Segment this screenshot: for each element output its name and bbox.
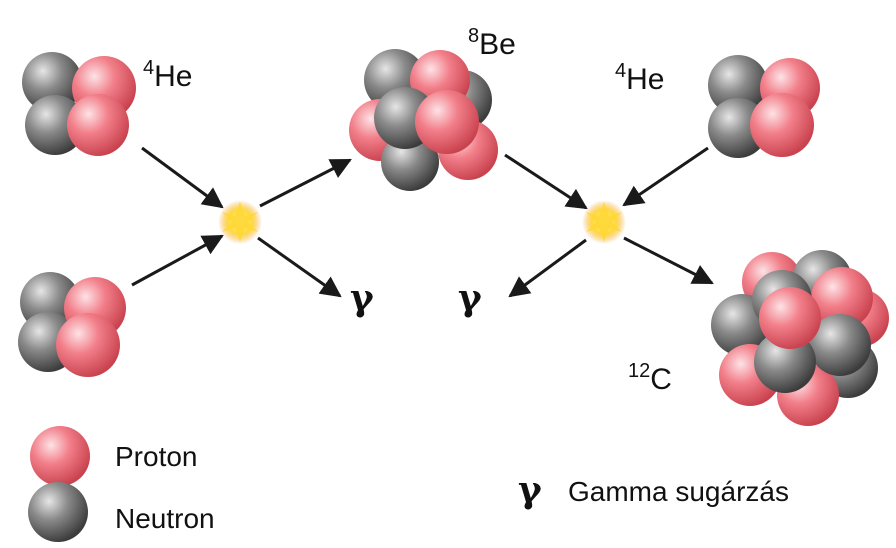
arrow-flash-to-be: [259, 158, 352, 208]
helium-4-nucleus-top-left: [22, 52, 136, 156]
gamma-label-left: γ: [350, 277, 374, 319]
label-carbon-12: 12C: [628, 361, 672, 396]
legend-proton-label: Proton: [115, 441, 198, 472]
element-symbol: C: [650, 363, 672, 396]
mass-number: 12: [628, 360, 651, 382]
arrow-flash-to-carbon: [623, 236, 714, 285]
gamma-label-right: γ: [458, 277, 482, 319]
element-symbol: He: [154, 60, 193, 93]
mass-number: 4: [143, 57, 155, 79]
legend-neutron-label: Neutron: [115, 503, 215, 534]
label-helium-4-left: 4He: [143, 58, 193, 93]
legend-gamma-symbol: γ: [518, 469, 542, 511]
legend-neutron-ball: [28, 482, 88, 542]
mass-number: 8: [468, 25, 480, 47]
beryllium-8-nucleus: [349, 49, 498, 191]
element-symbol: Be: [479, 28, 516, 61]
arrow-he-bottom-to-flash: [131, 234, 224, 287]
arrow-flash-to-gamma-right: [508, 238, 587, 298]
helium-4-nucleus-top-right: [708, 55, 820, 158]
helium-4-nucleus-bottom-left: [18, 272, 126, 377]
mass-number: 4: [615, 60, 627, 82]
reaction-arrows: [131, 146, 714, 298]
element-symbol: He: [626, 63, 665, 96]
label-beryllium-8: 8Be: [468, 26, 516, 61]
arrow-be-to-flash: [504, 153, 588, 210]
fusion-flash-left: [218, 200, 262, 244]
carbon-12-nucleus: [711, 250, 889, 426]
fusion-flash-right: [582, 200, 626, 244]
arrow-he-right-to-flash: [622, 146, 709, 207]
label-helium-4-right: 4He: [615, 61, 665, 96]
legend-gamma-label: Gamma sugárzás: [568, 476, 789, 507]
arrow-flash-to-gamma-left: [257, 236, 342, 298]
legend-proton-ball: [30, 426, 90, 486]
arrow-he-top-to-flash: [141, 146, 224, 209]
